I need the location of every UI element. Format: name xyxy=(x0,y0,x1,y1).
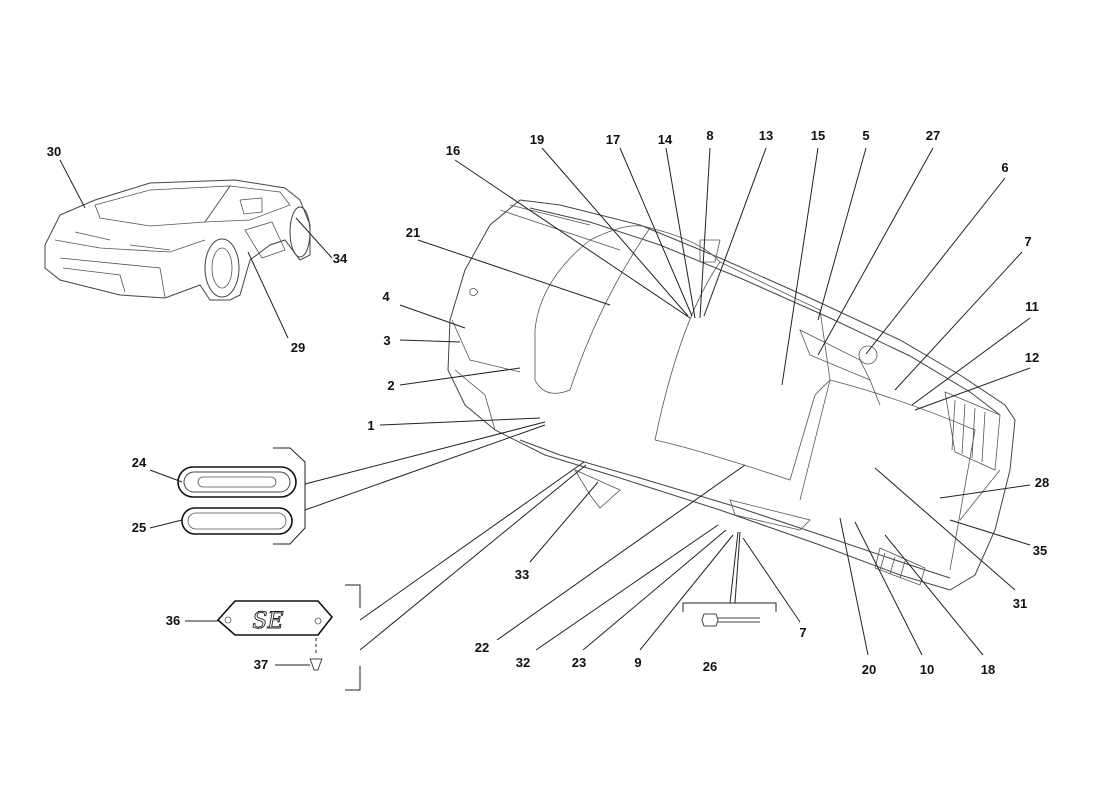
callout-30: 30 xyxy=(47,144,61,159)
leader-lines xyxy=(59,147,1031,666)
callout-12: 12 xyxy=(1025,350,1039,365)
callout-22: 22 xyxy=(475,640,489,655)
callout-17: 17 xyxy=(606,132,620,147)
callout-7-upper: 7 xyxy=(1024,234,1031,249)
callout-25: 25 xyxy=(132,520,146,535)
callout-7-lower: 7 xyxy=(799,625,806,640)
callout-19: 19 xyxy=(530,132,544,147)
callout-8: 8 xyxy=(706,128,713,143)
callout-33: 33 xyxy=(515,567,529,582)
badge-lettering: SE xyxy=(252,609,283,634)
callout-11: 11 xyxy=(1025,299,1039,314)
callout-35: 35 xyxy=(1033,543,1047,558)
callout-15: 15 xyxy=(811,128,825,143)
callout-9: 9 xyxy=(634,655,641,670)
callout-31: 31 xyxy=(1013,596,1027,611)
emblem-detail xyxy=(177,447,306,545)
callout-10: 10 xyxy=(920,662,934,677)
badge-detail: SE xyxy=(216,584,361,691)
callout-1: 1 xyxy=(367,418,374,433)
callout-24: 24 xyxy=(132,455,147,470)
callout-36: 36 xyxy=(166,613,180,628)
callout-18: 18 xyxy=(981,662,995,677)
rivet-detail xyxy=(682,602,777,627)
callout-29: 29 xyxy=(291,340,305,355)
callout-23: 23 xyxy=(572,655,586,670)
callout-20: 20 xyxy=(862,662,876,677)
callout-2: 2 xyxy=(387,378,394,393)
connector-lines xyxy=(304,421,741,651)
callout-28: 28 xyxy=(1035,475,1049,490)
top-view-car-illustration xyxy=(447,199,1016,591)
callout-3: 3 xyxy=(383,333,390,348)
callout-14: 14 xyxy=(658,132,673,147)
callout-32: 32 xyxy=(516,655,530,670)
perspective-car-illustration xyxy=(44,179,311,301)
callout-27: 27 xyxy=(926,128,940,143)
callout-34: 34 xyxy=(333,251,348,266)
callout-4: 4 xyxy=(382,289,390,304)
callout-16: 16 xyxy=(446,143,460,158)
callout-26: 26 xyxy=(703,659,717,674)
callout-5: 5 xyxy=(862,128,869,143)
callout-6: 6 xyxy=(1001,160,1008,175)
callout-21: 21 xyxy=(406,225,420,240)
callout-37: 37 xyxy=(254,657,268,672)
callout-labels: 1 2 3 4 5 6 7 7 8 9 10 11 12 13 14 15 16… xyxy=(47,128,1049,677)
callout-13: 13 xyxy=(759,128,773,143)
